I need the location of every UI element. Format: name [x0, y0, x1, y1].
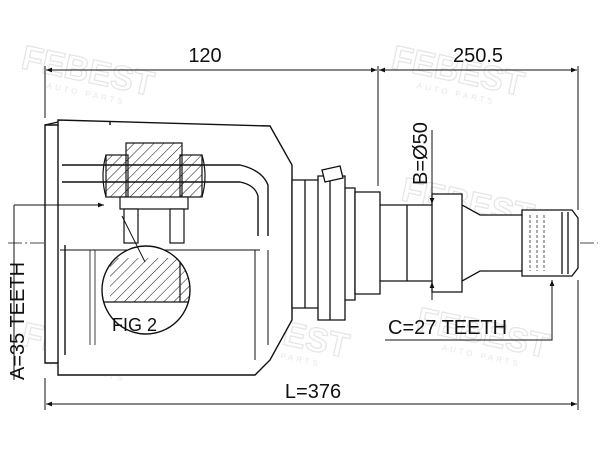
- label-outer-teeth: C=27 TEETH: [388, 317, 507, 339]
- label-diameter: B=Ø50: [410, 122, 432, 185]
- fig2-detail: FIG 2: [101, 215, 191, 335]
- shaft: [354, 191, 579, 295]
- dimension-lines: [13, 66, 579, 410]
- label-inner-length: 120: [188, 45, 221, 67]
- fig2-label: FIG 2: [112, 315, 157, 335]
- label-total-length: L=376: [285, 381, 341, 403]
- boot-collar: [291, 165, 356, 321]
- spider-roller: [102, 142, 206, 244]
- fig2-leader: [121, 215, 146, 263]
- label-outer-length: 250.5: [453, 45, 503, 67]
- label-inner-teeth: A=35 TEETH: [7, 262, 29, 380]
- dim-outer-teeth-leader: [385, 282, 553, 341]
